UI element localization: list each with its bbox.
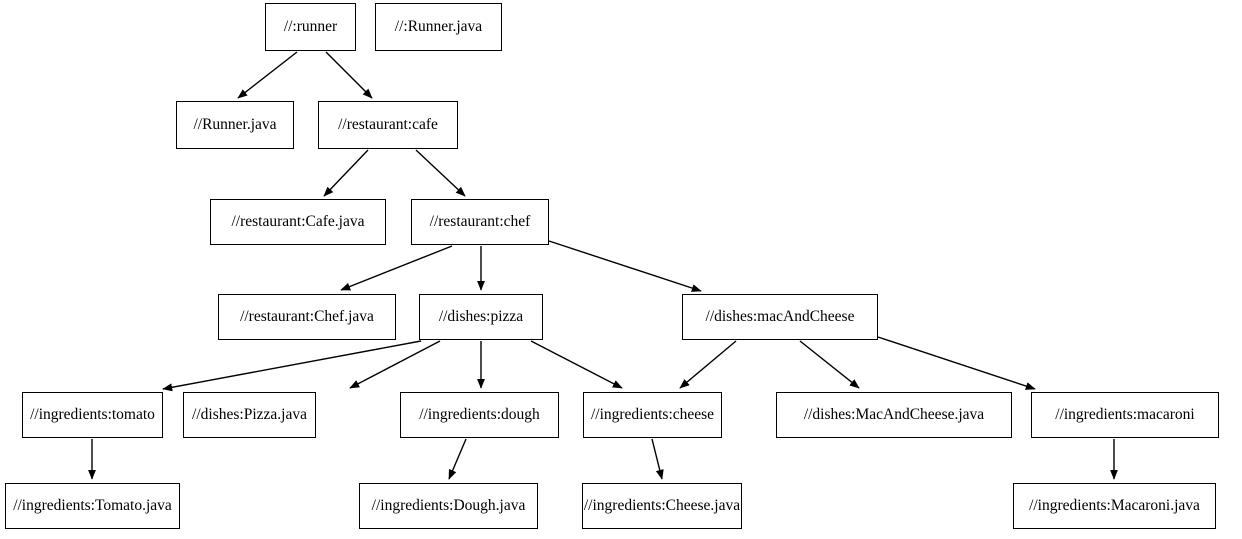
graph-node-label: //dishes:Pizza.java: [192, 406, 307, 424]
graph-node-ing-macaroni[interactable]: //ingredients:macaroni: [1031, 392, 1219, 438]
graph-node-restaurant-cafe[interactable]: //restaurant:cafe: [318, 101, 458, 149]
graph-node-restaurant-chef-java[interactable]: //restaurant:Chef.java: [218, 294, 396, 340]
graph-node-label: //restaurant:chef: [429, 213, 531, 231]
graph-node-label: //ingredients:tomato: [30, 406, 155, 424]
graph-node-runner-java[interactable]: //Runner.java: [176, 101, 294, 149]
graph-node-ing-cheese-java[interactable]: //ingredients:Cheese.java: [582, 483, 742, 529]
graph-node-label: //ingredients:Cheese.java: [583, 497, 741, 515]
graph-node-label: //ingredients:Macaroni.java: [1029, 497, 1200, 515]
graph-node-label: //Runner.java: [193, 116, 277, 134]
graph-node-label: //restaurant:Chef.java: [240, 308, 374, 326]
graph-node-label: //dishes:macAndCheese: [705, 308, 855, 326]
graph-node-label: //restaurant:cafe: [338, 116, 438, 134]
graph-node-label: //ingredients:cheese: [590, 406, 715, 424]
graph-node-ing-dough[interactable]: //ingredients:dough: [400, 392, 559, 438]
graph-node-runner[interactable]: //:runner: [265, 3, 356, 51]
graph-node-label: //ingredients:macaroni: [1055, 406, 1195, 424]
graph-node-dishes-pizza-java[interactable]: //dishes:Pizza.java: [183, 392, 316, 438]
graph-node-dishes-mac-java[interactable]: //dishes:MacAndCheese.java: [776, 392, 1012, 438]
graph-node-dishes-pizza[interactable]: //dishes:pizza: [419, 294, 543, 340]
graph-node-restaurant-cafe-java[interactable]: //restaurant:Cafe.java: [210, 199, 386, 245]
graph-node-label: //restaurant:Cafe.java: [231, 213, 365, 231]
graph-node-label: //ingredients:Dough.java: [371, 497, 526, 515]
graph-node-label: //:Runner.java: [394, 18, 483, 36]
graph-node-ing-macaroni-java[interactable]: //ingredients:Macaroni.java: [1013, 483, 1216, 529]
graph-node-dishes-macandcheese[interactable]: //dishes:macAndCheese: [682, 294, 878, 340]
graph-node-runner-java-root[interactable]: //:Runner.java: [375, 3, 502, 51]
graph-node-ing-dough-java[interactable]: //ingredients:Dough.java: [359, 483, 538, 529]
graph-node-label: //ingredients:dough: [419, 406, 540, 424]
graph-node-restaurant-chef[interactable]: //restaurant:chef: [411, 199, 549, 245]
graph-node-ing-tomato[interactable]: //ingredients:tomato: [22, 392, 163, 438]
graph-node-label: //:runner: [283, 18, 338, 36]
graph-node-label: //dishes:MacAndCheese.java: [803, 406, 985, 424]
graph-node-ing-tomato-java[interactable]: //ingredients:Tomato.java: [5, 483, 180, 529]
graph-node-ing-cheese[interactable]: //ingredients:cheese: [583, 392, 722, 438]
graph-node-label: //dishes:pizza: [438, 308, 524, 326]
graph-node-label: //ingredients:Tomato.java: [13, 497, 172, 515]
